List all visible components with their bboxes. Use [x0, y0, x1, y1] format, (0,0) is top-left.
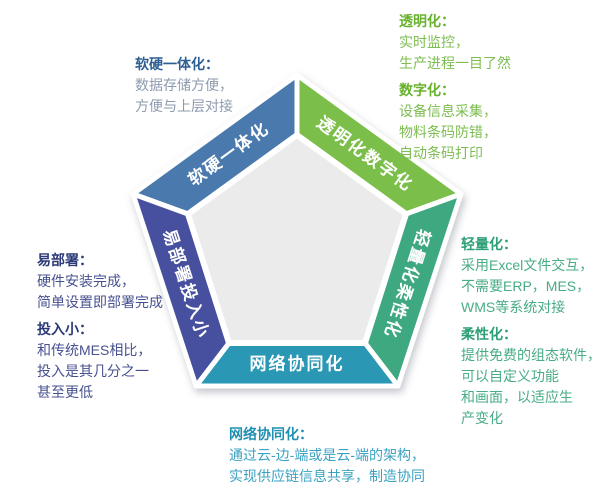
annotation-soft-hard: 软硬一体化： 数据存储方便， 方便与上层对接 [135, 54, 233, 117]
annotation-flexible: 柔性化： 提供免费的组态软件， 可以自定义功能 和画面，以适应生 产变化 [461, 324, 601, 429]
annotation-soft-hard-heading: 软硬一体化： [135, 56, 219, 72]
annotation-easy-deploy-heading: 易部署： [37, 252, 93, 268]
annotation-network-heading: 网络协同化： [229, 426, 313, 442]
annotation-lightweight-heading: 轻量化： [461, 236, 517, 252]
annotation-lightweight: 轻量化： 采用Excel文件交互， 不需要ERP，MES， WMS等系统对接 [461, 234, 593, 318]
annotation-line: 数据存储方便， [135, 77, 233, 93]
annotation-low-investment: 投入小： 和传统MES相比， 投入是其几分之一 甚至更低 [37, 319, 151, 403]
annotation-line: 实现供应链信息共享，制造协同 [229, 468, 425, 484]
annotation-flexible-heading: 柔性化： [461, 326, 517, 342]
annotation-low-investment-heading: 投入小： [37, 321, 93, 337]
annotation-line: 采用Excel文件交互， [461, 257, 594, 273]
annotation-line: 可以自定义功能 [461, 368, 559, 384]
annotation-line: 设备信息采集， [399, 103, 497, 119]
annotation-transparent: 透明化： 实时监控， 生产进程一目了然 [399, 11, 511, 74]
annotation-line: 产变化 [461, 410, 503, 426]
annotation-line: 通过云-边-端或是云-端的架构， [229, 447, 425, 463]
annotation-line: 和传统MES相比， [37, 342, 152, 358]
pentagon-center [185, 132, 409, 346]
annotation-line: 硬件安装完成， [37, 273, 135, 289]
annotation-line: 甚至更低 [37, 384, 93, 400]
annotation-line: 实时监控， [399, 34, 469, 50]
annotation-line: 不需要ERP，MES， [461, 278, 591, 294]
annotation-digital-heading: 数字化： [399, 82, 455, 98]
annotation-easy-deploy: 易部署： 硬件安装完成， 简单设置即部署完成 [37, 250, 163, 313]
annotation-digital: 数字化： 设备信息采集， 物料条码防错， 自动条码打印 [399, 80, 497, 164]
annotation-line: 生产进程一目了然 [399, 55, 511, 71]
annotation-line: 提供免费的组态软件， [461, 347, 601, 363]
ribbon-label-network-collaboration: 网络协同化 [250, 354, 345, 374]
annotation-line: 自动条码打印 [399, 145, 483, 161]
annotation-line: 方便与上层对接 [135, 98, 233, 114]
annotation-line: WMS等系统对接 [461, 299, 566, 315]
annotation-line: 简单设置即部署完成 [37, 294, 163, 310]
annotation-transparent-heading: 透明化： [399, 13, 455, 29]
annotation-line: 投入是其几分之一 [37, 363, 149, 379]
annotation-line: 和画面，以适应生 [461, 389, 573, 405]
annotation-line: 物料条码防错， [399, 124, 497, 140]
annotation-network: 网络协同化： 通过云-边-端或是云-端的架构， 实现供应链信息共享，制造协同 [229, 424, 425, 487]
